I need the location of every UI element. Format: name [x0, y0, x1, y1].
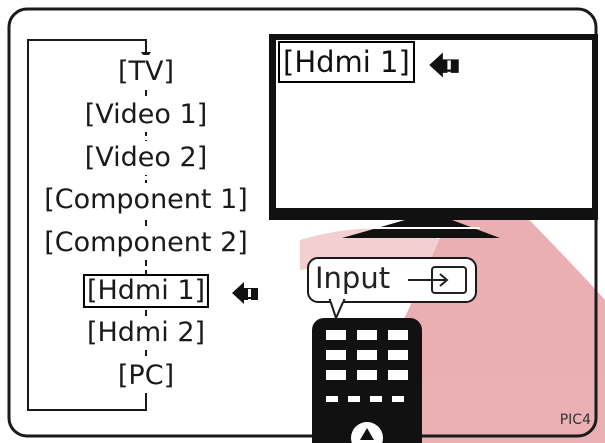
input-callout: [307, 257, 477, 321]
input-source-icon: [408, 266, 467, 294]
list-item-hdmi-2: [Hdmi 2]: [86, 316, 206, 350]
list-item-video-2: [Video 2]: [84, 141, 208, 175]
list-item-pc: [PC]: [117, 359, 175, 393]
list-item-hdmi-1-selected: [Hdmi 1]: [82, 274, 210, 308]
list-item-component-1: [Component 1]: [44, 183, 248, 217]
list-item-tv: [TV]: [117, 55, 175, 89]
pointer-arrow-icon: [429, 52, 459, 78]
outer-frame: [7, 7, 598, 438]
figure-label: PIC4: [559, 412, 591, 428]
pointer-arrow-icon: [232, 282, 258, 304]
tv-selected-input-label: [Hdmi 1]: [278, 41, 415, 83]
input-button-label: Input: [315, 261, 391, 295]
list-item-video-1: [Video 1]: [84, 98, 208, 132]
list-item-component-2: [Component 2]: [44, 226, 248, 260]
loop-bracket: [27, 39, 147, 411]
remote-control: [312, 318, 422, 443]
